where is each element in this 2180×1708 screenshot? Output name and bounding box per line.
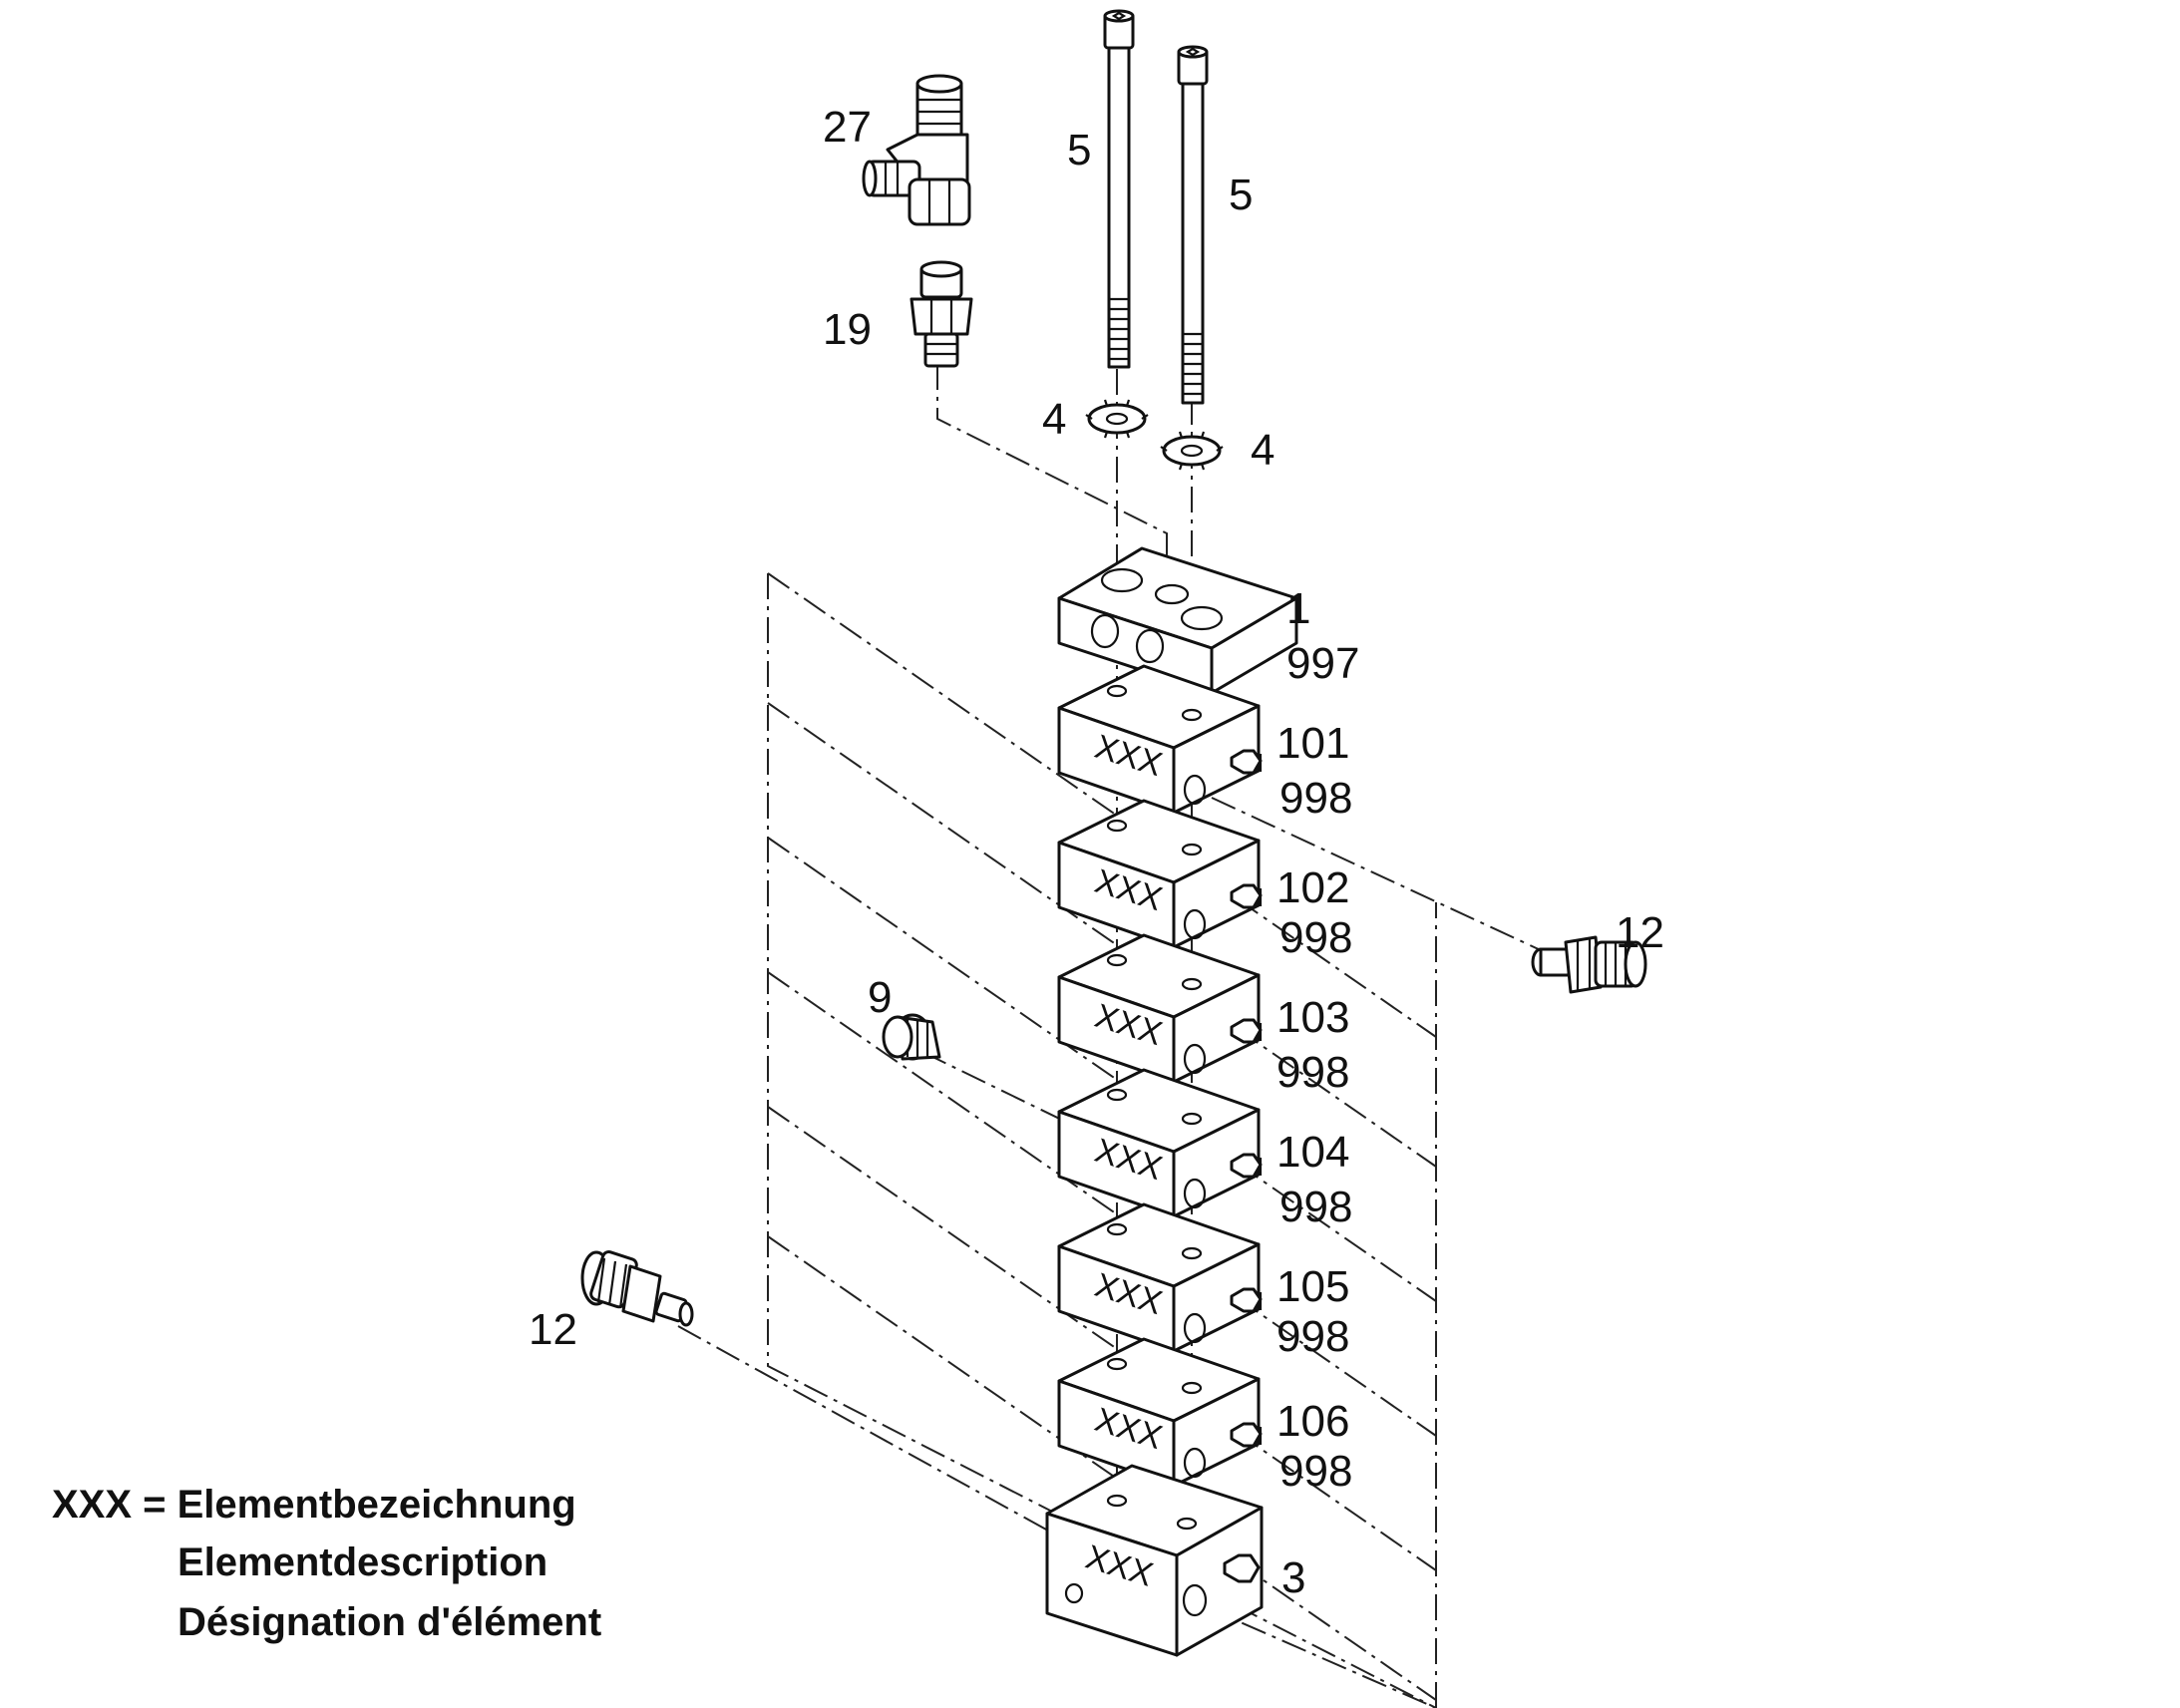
label-998: 998: [1276, 1312, 1349, 1361]
label-27: 27: [823, 103, 872, 152]
legend-line-3: Désignation d'élément: [178, 1600, 601, 1644]
plug-9: [882, 1013, 941, 1061]
label-19: 19: [823, 305, 872, 354]
label-12-left: 12: [529, 1305, 577, 1354]
label-997: 997: [1286, 639, 1359, 688]
end-block: [1045, 1464, 1264, 1657]
label-998: 998: [1279, 774, 1352, 823]
label-998: 998: [1276, 1048, 1349, 1097]
label-9: 9: [868, 973, 892, 1022]
label-101: 101: [1276, 719, 1349, 768]
label-102: 102: [1276, 863, 1349, 912]
valve-block: XXX: [1057, 1337, 1263, 1488]
label-998: 998: [1279, 913, 1352, 962]
label-4-left: 4: [1042, 395, 1066, 444]
label-106: 106: [1276, 1397, 1349, 1446]
label-3: 3: [1281, 1553, 1305, 1602]
label-998: 998: [1279, 1447, 1352, 1496]
valve-block: XXX: [1057, 799, 1263, 949]
label-1: 1: [1286, 584, 1310, 633]
valve-block: XXX: [1057, 933, 1263, 1084]
tee-fitting: [862, 74, 971, 226]
bolt-left: [1103, 9, 1135, 369]
legend-line-1: XXX = Elementbezeichnung: [52, 1483, 576, 1527]
label-104: 104: [1276, 1128, 1349, 1177]
adapter-fitting-19: [909, 260, 973, 368]
valve-block: XXX: [1057, 1068, 1263, 1218]
legend: XXX = Elementbezeichnung Elementdescript…: [52, 1483, 601, 1644]
fitting-12-right: [1531, 935, 1647, 994]
label-103: 103: [1276, 993, 1349, 1042]
label-12-right: 12: [1616, 908, 1664, 957]
lock-washer-left: [1085, 399, 1149, 439]
fitting-12-left: [580, 1250, 694, 1327]
label-5-left: 5: [1067, 126, 1091, 174]
bolt-right: [1177, 45, 1209, 405]
lock-washer-right: [1160, 431, 1224, 471]
label-105: 105: [1276, 1262, 1349, 1311]
label-998: 998: [1279, 1183, 1352, 1231]
label-5-right: 5: [1229, 171, 1253, 219]
part-labels: 27 19 5 5 4 4 1 997 101 102 103 104 105 …: [529, 103, 1664, 1602]
top-block: [1057, 546, 1298, 695]
label-4-right: 4: [1251, 426, 1274, 475]
valve-block: XXX: [1057, 1202, 1263, 1353]
valve-block: XXX: [1057, 664, 1263, 815]
legend-line-2: Elementdescription: [178, 1540, 547, 1584]
